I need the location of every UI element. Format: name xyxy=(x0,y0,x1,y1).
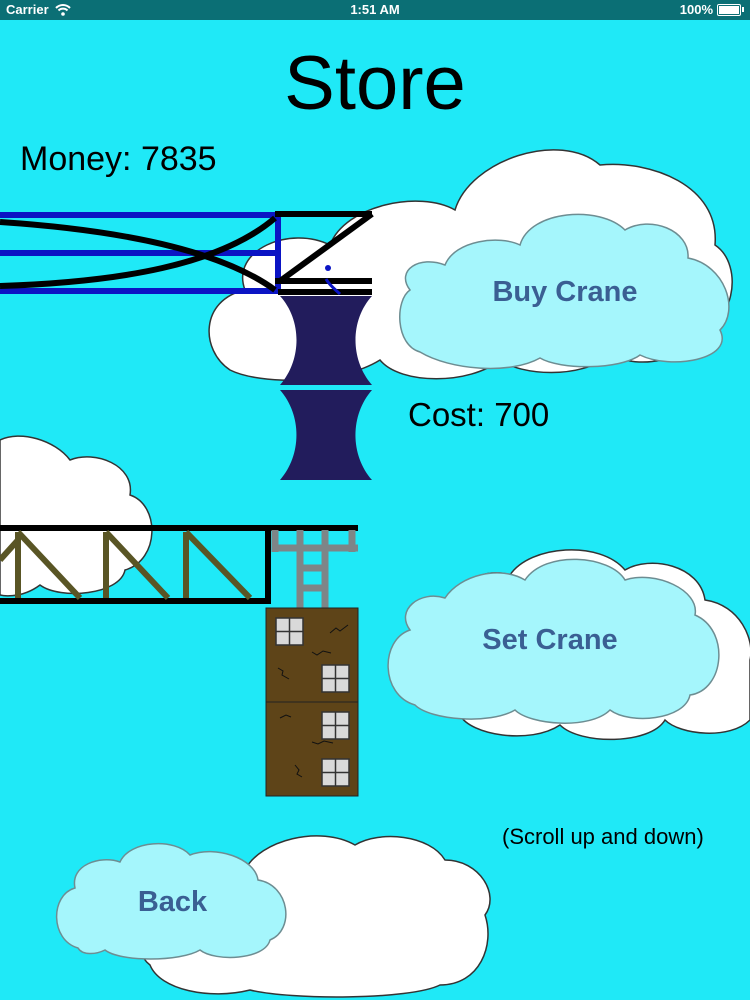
buy-crane-cloud[interactable] xyxy=(399,213,730,370)
battery-icon xyxy=(717,3,741,16)
scaffold-tower xyxy=(271,530,358,608)
page-title: Store xyxy=(284,41,466,126)
set-crane-button[interactable]: Set Crane xyxy=(482,624,618,656)
scroll-hint: (Scroll up and down) xyxy=(502,824,704,849)
cloud-decor-left xyxy=(0,435,153,597)
wifi-icon xyxy=(54,3,71,16)
status-carrier: Carrier xyxy=(6,2,71,17)
crane-jib-lower xyxy=(0,525,358,604)
carrier-label: Carrier xyxy=(6,2,49,17)
status-battery: 100% xyxy=(680,2,744,17)
buy-crane-button[interactable]: Buy Crane xyxy=(492,276,638,308)
crane-jib-upper xyxy=(0,211,374,296)
status-time: 1:51 AM xyxy=(350,2,400,17)
cost-label: Cost: 700 xyxy=(408,396,550,433)
status-bar: Carrier 1:51 AM 100% xyxy=(0,0,750,20)
money-label: Money: 7835 xyxy=(20,140,217,178)
building-blocks xyxy=(265,607,359,797)
crane-block-upper xyxy=(280,296,372,480)
back-cloud[interactable] xyxy=(55,843,287,960)
battery-tip xyxy=(742,7,744,12)
set-crane-cloud[interactable] xyxy=(387,558,720,724)
back-button[interactable]: Back xyxy=(137,886,208,918)
battery-percent: 100% xyxy=(679,2,713,17)
